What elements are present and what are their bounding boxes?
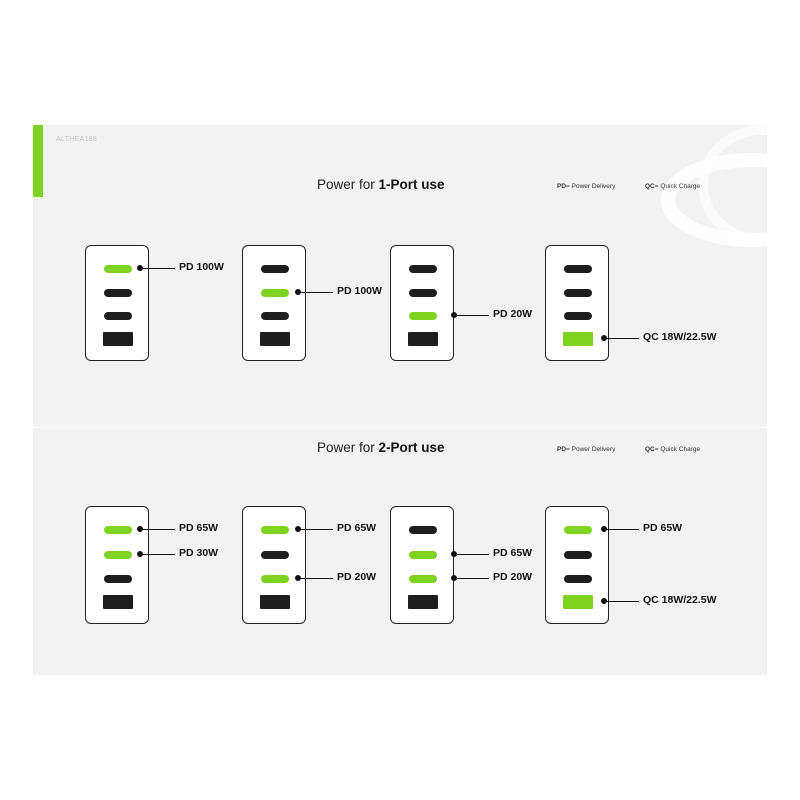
callout-dot xyxy=(451,575,457,581)
usb-c-port xyxy=(104,289,132,297)
usb-c-port-active xyxy=(104,551,132,559)
power-label: PD 20W xyxy=(493,571,533,583)
two-port-panel: Power for 2-Port use PD= Power Delivery … xyxy=(33,428,767,675)
one-port-panel: ALTHEA188 Power for 1-Port use PD= Power… xyxy=(33,125,767,427)
usb-c-port-active xyxy=(104,526,132,534)
power-label: PD 65W xyxy=(493,547,533,559)
power-label: PD 65W xyxy=(337,522,377,534)
accent-bar xyxy=(33,125,43,197)
power-label: PD 30W xyxy=(179,547,219,559)
callout-dot xyxy=(601,335,607,341)
usb-c-port-active xyxy=(104,265,132,273)
usb-c-port-active xyxy=(409,312,437,320)
usb-a-port xyxy=(103,595,133,609)
callout-line xyxy=(141,553,175,555)
callout-line xyxy=(299,528,333,530)
usb-c-port xyxy=(104,575,132,583)
power-label: PD 65W xyxy=(179,522,219,534)
charger-diagram xyxy=(545,506,609,624)
charger-diagram xyxy=(85,506,149,624)
legend-qc: QC= Quick Charge xyxy=(645,446,701,453)
usb-c-port xyxy=(564,575,592,583)
usb-c-port xyxy=(261,265,289,273)
usb-a-port-active xyxy=(563,332,593,346)
callout-line xyxy=(299,577,333,579)
section-title-1-port: Power for 1-Port use xyxy=(317,177,445,192)
usb-c-port xyxy=(564,265,592,273)
usb-c-port-active xyxy=(261,289,289,297)
usb-c-port xyxy=(409,289,437,297)
usb-c-port xyxy=(261,312,289,320)
callout-dot xyxy=(295,289,301,295)
callout-dot xyxy=(601,598,607,604)
callout-dot xyxy=(295,575,301,581)
callout-line xyxy=(455,553,489,555)
power-label: PD 20W xyxy=(337,571,377,583)
callout-dot xyxy=(137,551,143,557)
callout-line xyxy=(605,337,639,339)
usb-a-port xyxy=(103,332,133,346)
usb-c-port xyxy=(564,289,592,297)
callout-dot xyxy=(451,312,457,318)
power-label: PD 20W xyxy=(493,308,533,320)
usb-c-port xyxy=(261,551,289,559)
charger-diagram xyxy=(390,506,454,624)
usb-c-port-active xyxy=(409,575,437,583)
power-label: QC 18W/22.5W xyxy=(643,331,717,343)
callout-dot xyxy=(451,551,457,557)
charger-diagram xyxy=(85,245,149,361)
legend-pd: PD= Power Delivery xyxy=(557,183,616,190)
legend-qc: QC= Quick Charge xyxy=(645,183,701,190)
charger-diagram xyxy=(242,245,306,361)
usb-c-port-active xyxy=(409,551,437,559)
callout-dot xyxy=(137,526,143,532)
usb-a-port xyxy=(408,332,438,346)
power-label: QC 18W/22.5W xyxy=(643,594,717,606)
charger-diagram xyxy=(545,245,609,361)
usb-a-port-active xyxy=(563,595,593,609)
callout-line xyxy=(141,528,175,530)
usb-c-port xyxy=(564,312,592,320)
usb-a-port xyxy=(408,595,438,609)
callout-dot xyxy=(137,265,143,271)
usb-c-port-active xyxy=(261,526,289,534)
legend-pd: PD= Power Delivery xyxy=(557,446,616,453)
power-label: PD 100W xyxy=(337,285,382,297)
callout-line xyxy=(141,267,175,269)
usb-a-port xyxy=(260,332,290,346)
usb-c-port-active xyxy=(564,526,592,534)
charger-diagram xyxy=(242,506,306,624)
callout-line xyxy=(605,600,639,602)
power-label: PD 100W xyxy=(179,261,224,273)
callout-line xyxy=(299,291,333,293)
callout-line xyxy=(455,577,489,579)
usb-c-port xyxy=(564,551,592,559)
callout-dot xyxy=(601,526,607,532)
usb-c-port xyxy=(409,265,437,273)
power-label: PD 65W xyxy=(643,522,683,534)
usb-a-port xyxy=(260,595,290,609)
usb-c-port xyxy=(104,312,132,320)
brand-label: ALTHEA188 xyxy=(56,136,98,143)
callout-dot xyxy=(295,526,301,532)
usb-c-port xyxy=(409,526,437,534)
usb-c-port-active xyxy=(261,575,289,583)
decorative-swirl xyxy=(661,125,767,247)
charger-diagram xyxy=(390,245,454,361)
section-title-2-port: Power for 2-Port use xyxy=(317,440,445,455)
callout-line xyxy=(455,314,489,316)
callout-line xyxy=(605,528,639,530)
